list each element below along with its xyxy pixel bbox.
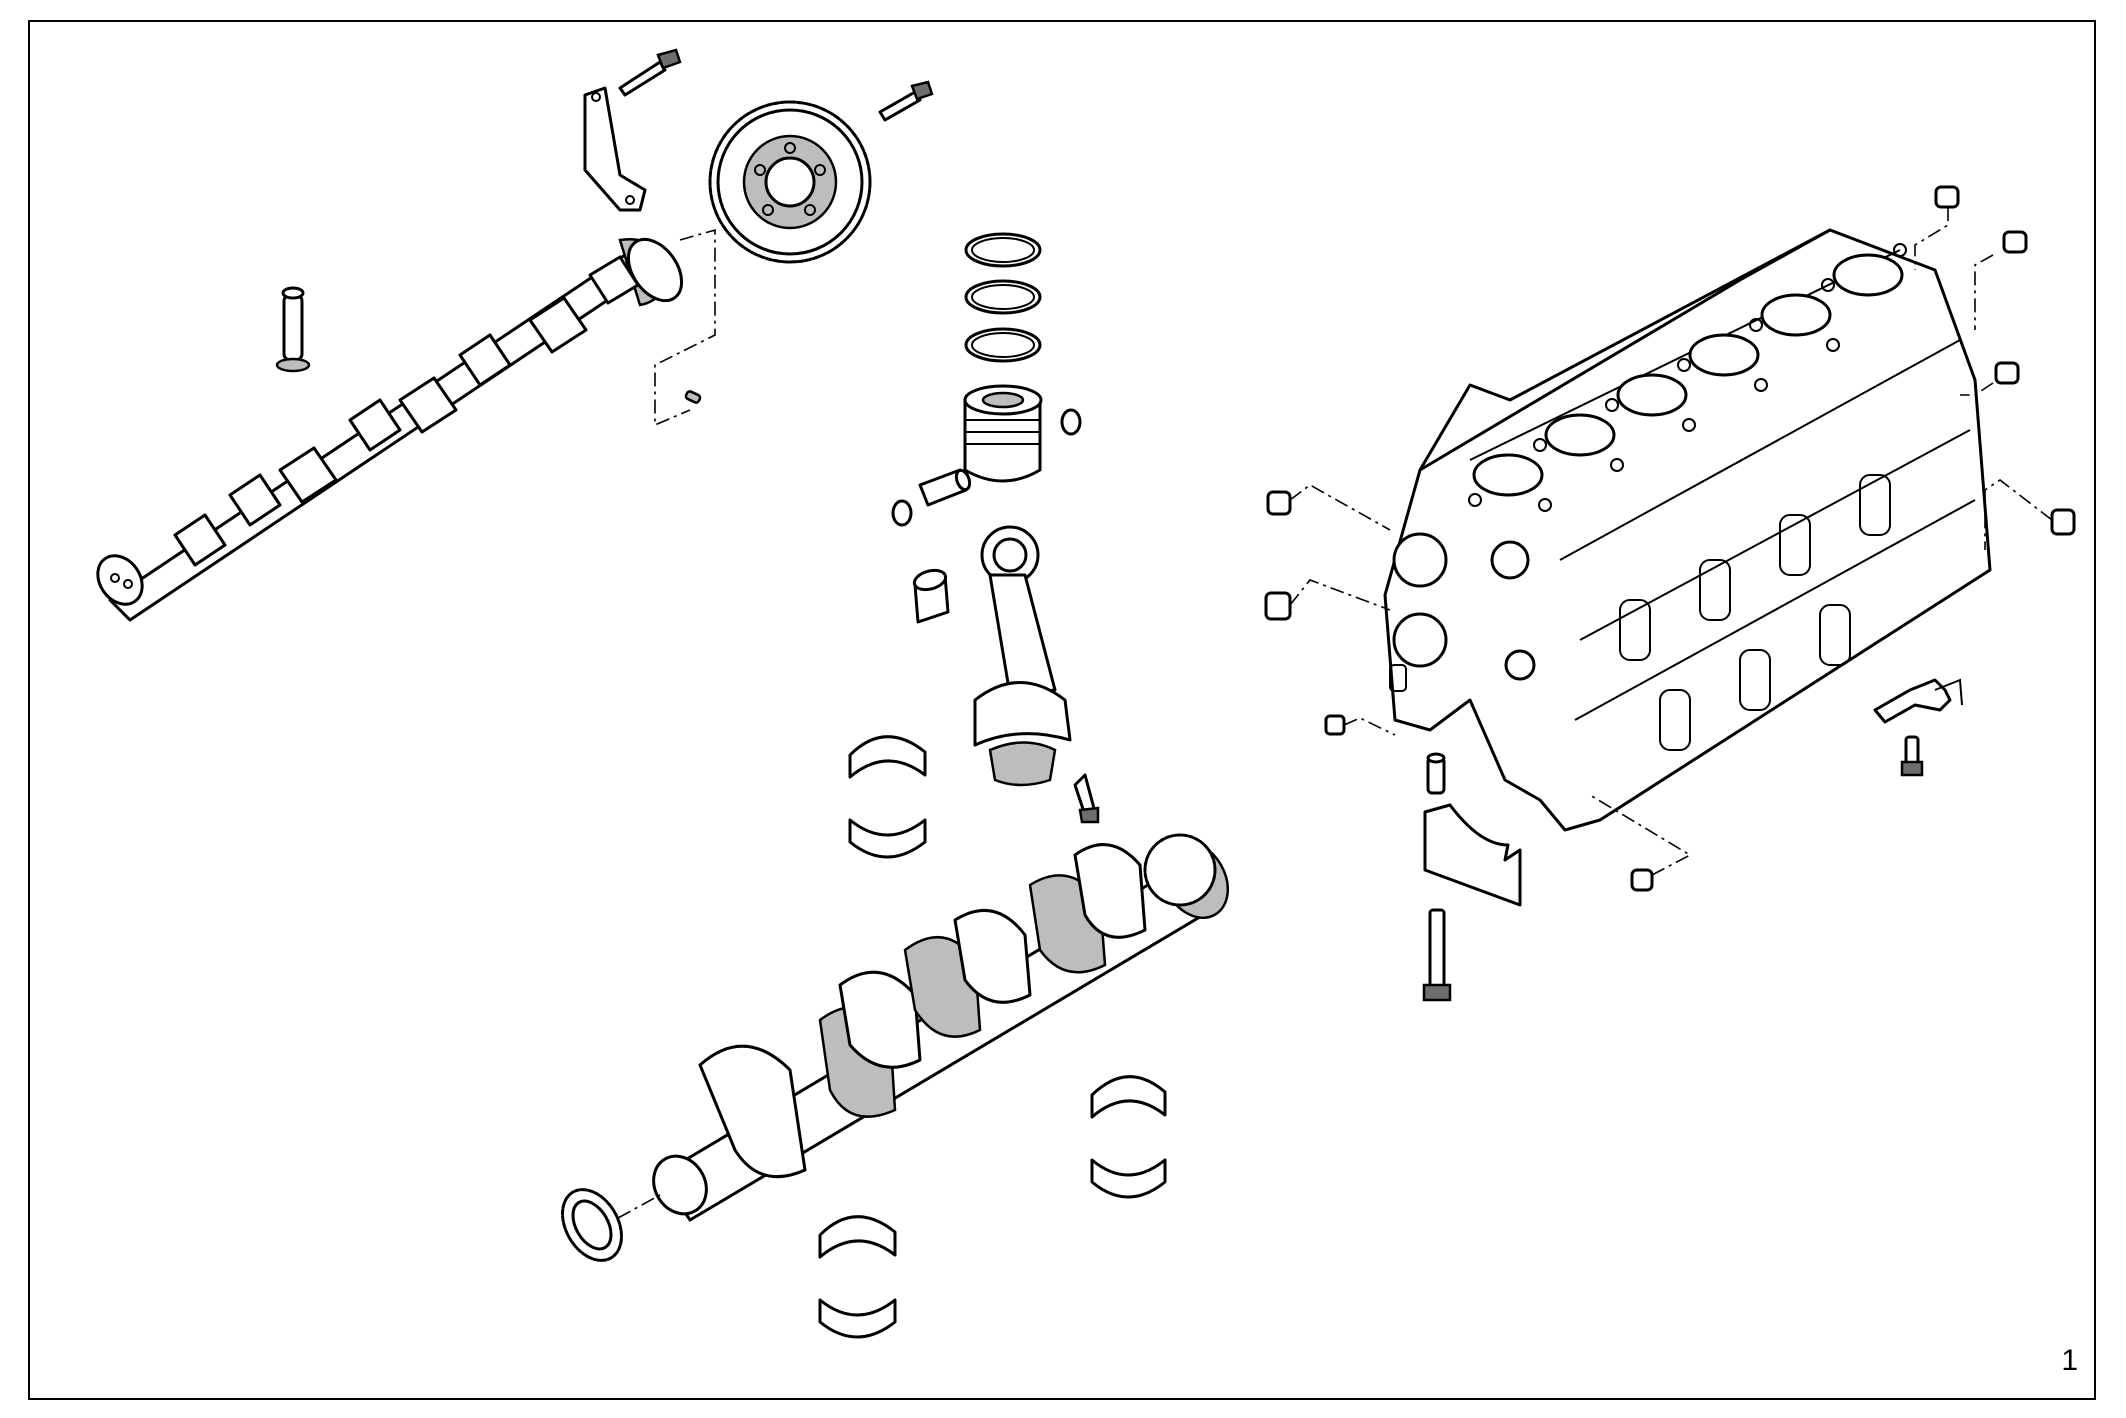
bearing-shell-pair-3 [818, 1215, 897, 1339]
piston-pin [918, 468, 972, 507]
camshaft [96, 237, 684, 622]
drawing-frame [28, 20, 2096, 1400]
crank-webs [698, 843, 1147, 1179]
camshaft-lobes [173, 255, 640, 567]
piston-rings [964, 232, 1042, 363]
bearing-shell-pair-2 [1090, 1075, 1167, 1199]
oil-jet-bracket [1873, 678, 1963, 724]
dowel-pin [684, 390, 702, 404]
block-leader-lines [1289, 207, 2053, 876]
connecting-rod [973, 525, 1072, 787]
block-side-details [1559, 339, 1976, 751]
tappet [275, 286, 311, 373]
block-plugs [1264, 185, 2076, 892]
block-bolt-holes [1468, 243, 1907, 512]
bolt-top-2 [878, 80, 934, 122]
page-number: 1 [2061, 1344, 2078, 1377]
rod-bolt [1073, 773, 1100, 824]
crankshaft [652, 833, 1230, 1222]
timing-ring [561, 1188, 623, 1262]
cylinder-bores [1472, 253, 1904, 497]
bolt-top-1 [618, 48, 682, 97]
bracket-bolt [1900, 735, 1924, 777]
engine-block [1383, 228, 1992, 832]
camshaft-gear [708, 100, 872, 264]
bearing-shell-pair-1 [848, 735, 927, 859]
cap-sleeve [1426, 752, 1446, 795]
piston [963, 384, 1043, 483]
main-bearing-cap [1423, 803, 1522, 907]
main-bearing-bolt [1422, 908, 1452, 1002]
circlips [891, 408, 1082, 527]
block-front-bores [1389, 532, 1536, 692]
small-end-bush [912, 568, 950, 624]
gear-plate [583, 86, 647, 212]
